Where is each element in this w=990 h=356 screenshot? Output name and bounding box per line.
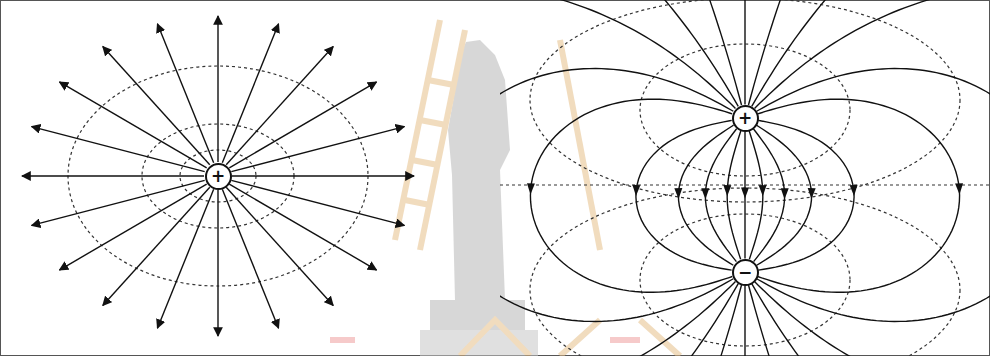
outgoing-field-line [757, 69, 990, 120]
field-line [753, 129, 784, 262]
field-line [222, 24, 278, 163]
field-line [229, 82, 376, 168]
field-line [757, 69, 990, 120]
field-line [755, 0, 990, 108]
arrow-head [701, 188, 709, 199]
field-line [222, 189, 278, 328]
field-line [59, 82, 206, 168]
field-line [157, 24, 213, 163]
field-line [758, 120, 854, 270]
charge-sign: + [738, 110, 752, 127]
field-line [229, 184, 376, 270]
incoming-field-line [748, 285, 780, 356]
field-line [744, 286, 745, 356]
field-line [32, 127, 205, 172]
field-line-connector [756, 125, 815, 265]
field-line-connector [701, 129, 736, 262]
arrow-head [808, 188, 816, 199]
field-line-connector [753, 129, 788, 262]
field-line [231, 180, 404, 225]
field-line [103, 47, 210, 165]
arrow-head [741, 188, 749, 199]
field-line [727, 131, 741, 259]
field-line [699, 0, 742, 105]
field-line [757, 271, 990, 322]
field-line [710, 285, 742, 356]
watermark [330, 20, 680, 356]
outgoing-field-line [741, 0, 749, 105]
incoming-field-line [710, 285, 742, 356]
incoming-field-line [500, 271, 733, 322]
field-line [226, 47, 333, 165]
field-line-connector [741, 132, 749, 259]
field-line-connector [527, 99, 732, 292]
field-line-connector [749, 131, 766, 259]
field-line-connector [758, 120, 857, 270]
field-line [500, 69, 733, 120]
arrow-head [527, 183, 535, 194]
charge-sign: − [738, 264, 752, 281]
field-line-connector [723, 131, 740, 259]
arrow-head [632, 185, 640, 196]
outgoing-field-line [698, 0, 742, 105]
field-line [217, 16, 218, 162]
field-line [664, 284, 738, 356]
arrow-head [723, 185, 731, 196]
arrow-head [781, 188, 789, 199]
field-line-connector [758, 99, 963, 292]
outgoing-field-line [638, 0, 738, 106]
field-line [758, 99, 960, 292]
field-line [231, 127, 404, 172]
outgoing-field-line [755, 0, 990, 108]
field-line [32, 180, 205, 225]
field-line [500, 271, 733, 322]
outer-field-lines [500, 0, 990, 356]
field-line [636, 120, 732, 270]
field-line [748, 285, 780, 356]
charge-circle: + [732, 105, 759, 132]
incoming-field-line [752, 284, 833, 356]
field-line [59, 184, 206, 270]
field-line [756, 125, 811, 265]
field-line [226, 187, 333, 305]
field-line [217, 190, 218, 336]
incoming-field-line [757, 271, 990, 322]
incoming-field-line [658, 284, 739, 356]
arrow-head [850, 185, 858, 196]
incoming-field-line [741, 286, 749, 356]
field-line [232, 175, 414, 176]
field-line-connector [632, 120, 731, 270]
field-line [22, 175, 204, 176]
field-line [752, 0, 852, 106]
field-line [749, 131, 763, 259]
arrow-head [674, 188, 682, 199]
field-line [638, 0, 738, 106]
field-line [530, 99, 732, 292]
field-line [678, 125, 733, 265]
outgoing-field-line [500, 0, 735, 108]
arrow-head [759, 185, 767, 196]
field-line [752, 284, 826, 356]
arrow-head [955, 183, 963, 194]
outgoing-field-line [752, 0, 852, 106]
field-line [157, 189, 213, 328]
field-line [500, 0, 735, 108]
outgoing-field-line [500, 69, 733, 120]
field-line [705, 129, 736, 262]
charge-circle: + [205, 163, 232, 190]
field-line-connector [674, 125, 733, 265]
radial-field-lines [22, 16, 414, 336]
charge-circle: − [732, 259, 759, 286]
field-line [744, 0, 745, 105]
connector-layer [527, 99, 963, 292]
charge-sign: + [211, 168, 225, 185]
field-line [103, 187, 210, 305]
logo-strokes [395, 20, 680, 356]
